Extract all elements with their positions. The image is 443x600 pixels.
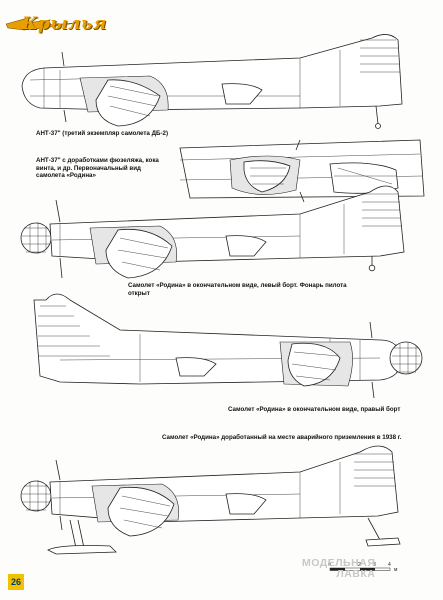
watermark: МОДЕЛЬНАЯ ЛАВКА: [302, 558, 375, 580]
caption-ant37-third: АНТ-37" (третий экземпляр самолета ДБ-2): [36, 130, 169, 137]
caption-rodina-left: Самолет «Родина» в окончательном виде, л…: [128, 282, 347, 297]
magazine-logo-text: Крылья: [22, 14, 107, 34]
scale-label-4: 4: [388, 562, 391, 568]
scale-label-2: 2: [358, 562, 361, 568]
scale-bar: [329, 567, 391, 571]
caption-rodina-1938: Самолет «Родина» доработанный на месте а…: [162, 434, 402, 441]
watermark-line-1: МОДЕЛЬНАЯ: [302, 557, 376, 569]
aircraft-side-view-5: [20, 445, 401, 555]
scale-label-0: 0: [328, 562, 331, 568]
page-number: 26: [8, 574, 24, 590]
scale-label-1: 1: [343, 562, 346, 568]
caption-ant37-modified: АНТ-37" с доработками фюзеляжа, кока вин…: [36, 157, 159, 180]
caption-rodina-right: Самолет «Родина» в окончательном виде, п…: [228, 406, 401, 413]
aircraft-side-view-3: [20, 185, 405, 279]
scale-unit: м: [394, 567, 398, 573]
aircraft-side-view-4: [33, 293, 423, 399]
aircraft-detail-view-2: [179, 139, 425, 203]
wings-logo-icon: [6, 17, 77, 31]
aircraft-side-view-1: [21, 34, 403, 129]
scale-label-3: 3: [373, 562, 376, 568]
watermark-line-2: ЛАВКА: [336, 568, 376, 580]
